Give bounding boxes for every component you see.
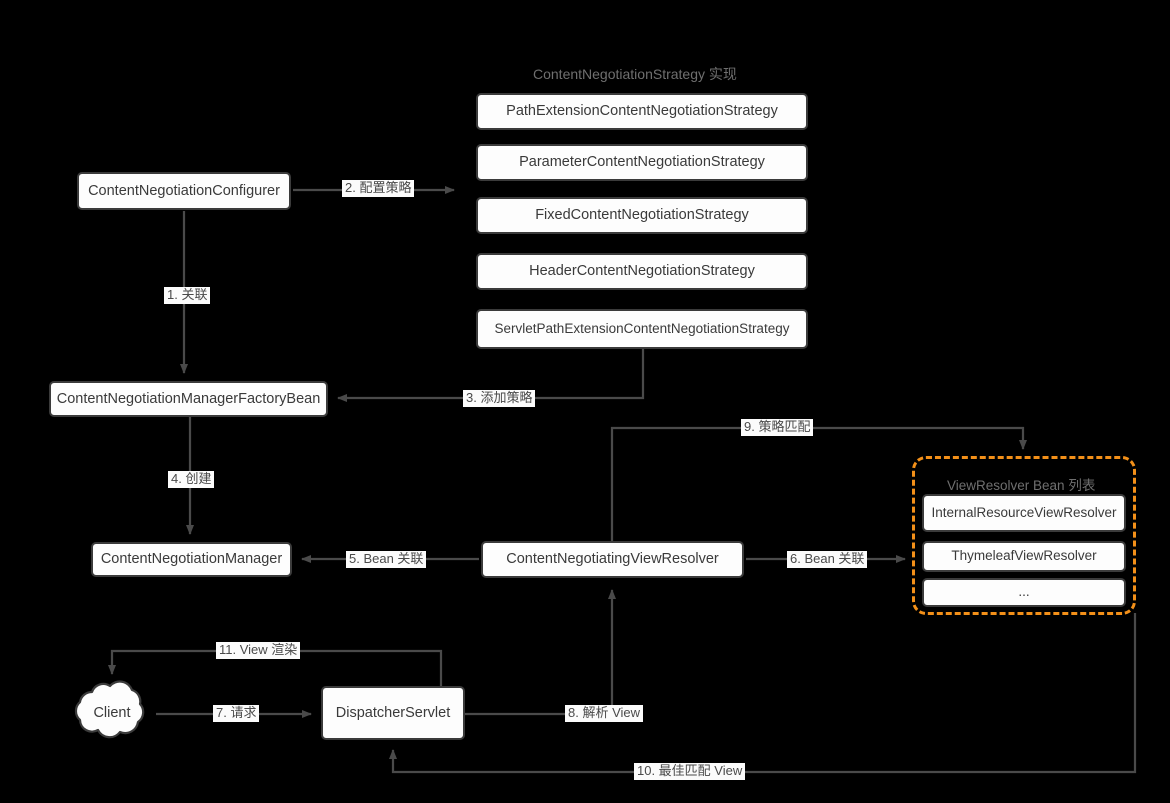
node-fixed-strategy[interactable]: FixedContentNegotiationStrategy [476, 197, 808, 234]
node-more-view-resolvers[interactable]: ... [922, 578, 1126, 607]
edge-label-3: 3. 添加策略 [463, 390, 536, 407]
node-content-negotiation-manager[interactable]: ContentNegotiationManager [91, 542, 292, 577]
node-client[interactable]: Client [64, 678, 160, 750]
node-content-negotiation-manager-factory-bean[interactable]: ContentNegotiationManagerFactoryBean [49, 381, 328, 417]
edge-label-5: 5. Bean 关联 [346, 551, 427, 568]
node-servlet-path-extension-strategy[interactable]: ServletPathExtensionContentNegotiationSt… [476, 309, 808, 349]
edge-label-10: 10. 最佳匹配 View [634, 763, 746, 780]
edge-label-8: 8. 解析 View [565, 705, 644, 722]
node-dispatcher-servlet[interactable]: DispatcherServlet [321, 686, 465, 740]
node-thymeleaf-view-resolver[interactable]: ThymeleafViewResolver [922, 541, 1126, 572]
edge-label-6: 6. Bean 关联 [787, 551, 868, 568]
node-header-strategy[interactable]: HeaderContentNegotiationStrategy [476, 253, 808, 290]
node-parameter-strategy[interactable]: ParameterContentNegotiationStrategy [476, 144, 808, 181]
node-internal-resource-view-resolver[interactable]: InternalResourceViewResolver [922, 494, 1126, 532]
group-title-strategies: ContentNegotiationStrategy 实现 [533, 66, 737, 82]
node-client-label: Client [93, 705, 131, 721]
node-content-negotiating-view-resolver[interactable]: ContentNegotiatingViewResolver [481, 541, 744, 578]
node-content-negotiation-configurer[interactable]: ContentNegotiationConfigurer [77, 172, 291, 210]
edge-label-7: 7. 请求 [213, 705, 260, 722]
group-title-view-resolvers: ViewResolver Bean 列表 [947, 478, 1096, 493]
edge-label-9: 9. 策略匹配 [741, 419, 814, 436]
edge-label-4: 4. 创建 [168, 471, 215, 488]
edge-10-path [389, 613, 1137, 774]
edge-label-1: 1. 关联 [164, 287, 211, 304]
node-path-extension-strategy[interactable]: PathExtensionContentNegotiationStrategy [476, 93, 808, 130]
edge-label-11: 11. View 渲染 [216, 642, 301, 659]
edge-8-path [465, 589, 616, 716]
edge-label-2: 2. 配置策略 [342, 180, 415, 197]
